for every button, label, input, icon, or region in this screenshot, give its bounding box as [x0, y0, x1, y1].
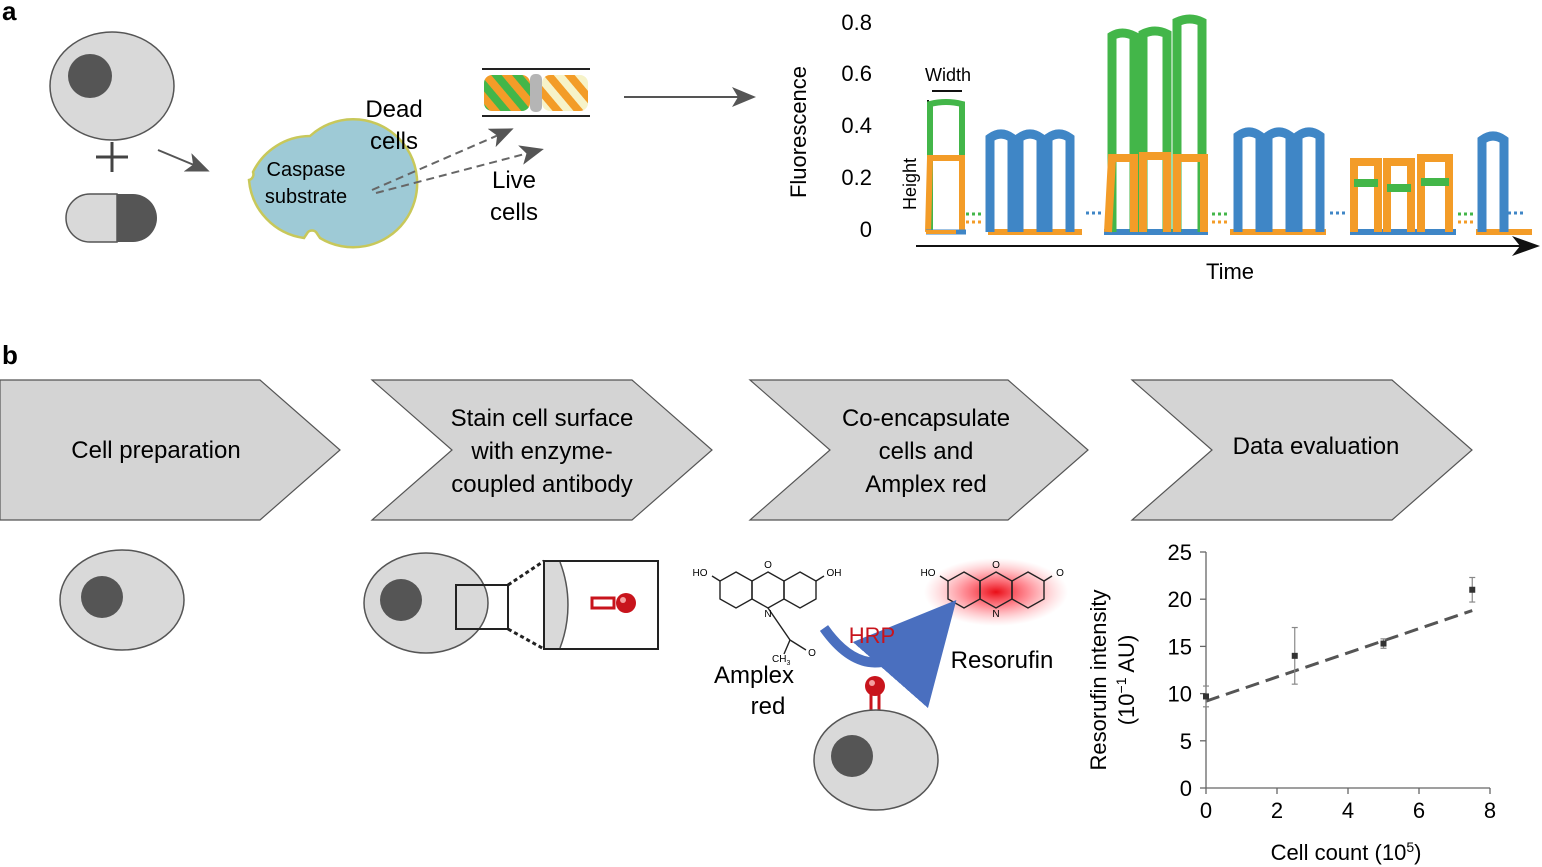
step-3-chevron	[748, 379, 1089, 521]
hrp-arrow	[819, 599, 957, 709]
amplex-ho: HO	[693, 568, 708, 579]
ytick-3: 0.6	[841, 61, 872, 86]
amplex-red-structure	[711, 571, 825, 655]
x-tick-label: 0	[1200, 798, 1212, 823]
amplex-n: N	[764, 609, 771, 620]
step-3-text-2: cells and	[879, 438, 974, 465]
dead-droplet	[484, 75, 530, 111]
amplex-label-2: red	[751, 693, 786, 720]
fluorescence-trace: Fluorescence 0 0.2 0.4 0.6 0.8 Time Widt…	[786, 10, 1540, 284]
x-tick-label: 6	[1413, 798, 1425, 823]
caspase-droplet	[247, 118, 419, 249]
arrow-to-caspase	[157, 149, 210, 172]
y-tick-label: 10	[1168, 682, 1192, 707]
cell-a	[49, 31, 175, 141]
trace-yticks: 0 0.2 0.4 0.6 0.8	[841, 10, 872, 242]
amplex-ch3: CH3	[772, 654, 790, 667]
step-2-text-1: Stain cell surface	[451, 405, 634, 432]
chart-ticks: 0 2 4 6 8 0 5 10 15 20 25	[1168, 540, 1497, 823]
resorufin-n: N	[992, 609, 999, 620]
chart-ylabel-1: Resorufin intensity	[1086, 590, 1111, 771]
height-label: Height	[900, 158, 920, 210]
plus-icon	[96, 142, 128, 172]
microfluidic-channel	[482, 68, 590, 117]
ytick-1: 0.2	[841, 165, 872, 190]
nucleus-b1	[81, 576, 123, 618]
resorufin-structure	[939, 571, 1053, 609]
antibody-enzyme-icon	[590, 593, 636, 613]
step-4-text: Data evaluation	[1233, 433, 1400, 460]
chart-ylabel-2: (10−1 AU)	[1113, 635, 1139, 726]
spacer	[530, 74, 542, 112]
step-2-text-3: coupled antibody	[451, 471, 632, 498]
cell-b3	[813, 709, 939, 811]
y-tick-label: 15	[1168, 634, 1192, 659]
data-point	[1469, 586, 1476, 593]
resorufin-o: O	[992, 560, 1000, 571]
panel-a-label: a	[2, 0, 17, 26]
ytick-0: 0	[860, 217, 872, 242]
caspase-text-1: Caspase	[267, 159, 346, 181]
x-tick-label: 8	[1484, 798, 1496, 823]
amplex-label-1: Amplex	[714, 662, 794, 689]
resorufin-label: Resorufin	[951, 647, 1054, 674]
hrp-label: HRP	[849, 623, 895, 648]
cell-b3-antibody	[865, 676, 885, 714]
amplex-o: O	[764, 560, 772, 571]
caspase-text-2: substrate	[265, 186, 347, 208]
time-label: Time	[1206, 259, 1254, 284]
live-cells-label-2: cells	[490, 199, 538, 226]
resorufin-o2: O	[1056, 568, 1064, 579]
panel-b-label: b	[2, 340, 18, 370]
step-3-text-1: Co-encapsulate	[842, 405, 1010, 432]
amplex-oh: OH	[827, 568, 842, 579]
y-tick-label: 0	[1180, 776, 1192, 801]
y-tick-label: 5	[1180, 729, 1192, 754]
data-point	[1380, 640, 1387, 647]
x-tick-label: 4	[1342, 798, 1354, 823]
dead-cells-label-1: Dead	[365, 96, 422, 123]
live-cells-arrow	[375, 145, 544, 194]
step-4-chevron	[1130, 379, 1473, 521]
resorufin-chart: 0 2 4 6 8 0 5 10 15 20 25 Resorufin intensity (10−…	[1086, 540, 1496, 865]
step-1-chevron	[0, 379, 341, 521]
y-tick-label: 25	[1168, 540, 1192, 565]
live-cells-label-1: Live	[492, 167, 536, 194]
ytick-4: 0.8	[841, 10, 872, 35]
step-3-text-3: Amplex red	[865, 471, 986, 498]
y-tick-label: 20	[1168, 587, 1192, 612]
data-point	[1291, 652, 1298, 659]
amplex-o2: O	[808, 648, 816, 659]
data-point	[1203, 693, 1209, 700]
dead-cells-label-2: cells	[370, 128, 418, 155]
nucleus-b3	[831, 735, 873, 777]
width-label: Width	[925, 65, 971, 85]
x-tick-label: 2	[1271, 798, 1283, 823]
nucleus-a	[68, 54, 112, 98]
step-2-chevron	[370, 379, 713, 521]
step-2-text-2: with enzyme-	[470, 438, 612, 465]
trace-ylabel: Fluorescence	[786, 66, 811, 198]
chart-marks	[1203, 576, 1476, 708]
resorufin-ho: HO	[921, 568, 936, 579]
fit-line	[1205, 609, 1473, 703]
nucleus-b2	[380, 579, 422, 621]
live-droplet	[542, 75, 588, 111]
ytick-2: 0.4	[841, 113, 872, 138]
chart-xlabel: Cell count (105)	[1271, 839, 1422, 865]
step-1-text: Cell preparation	[71, 437, 240, 464]
drug-capsule-icon	[65, 193, 157, 243]
zoom-region	[455, 584, 509, 630]
